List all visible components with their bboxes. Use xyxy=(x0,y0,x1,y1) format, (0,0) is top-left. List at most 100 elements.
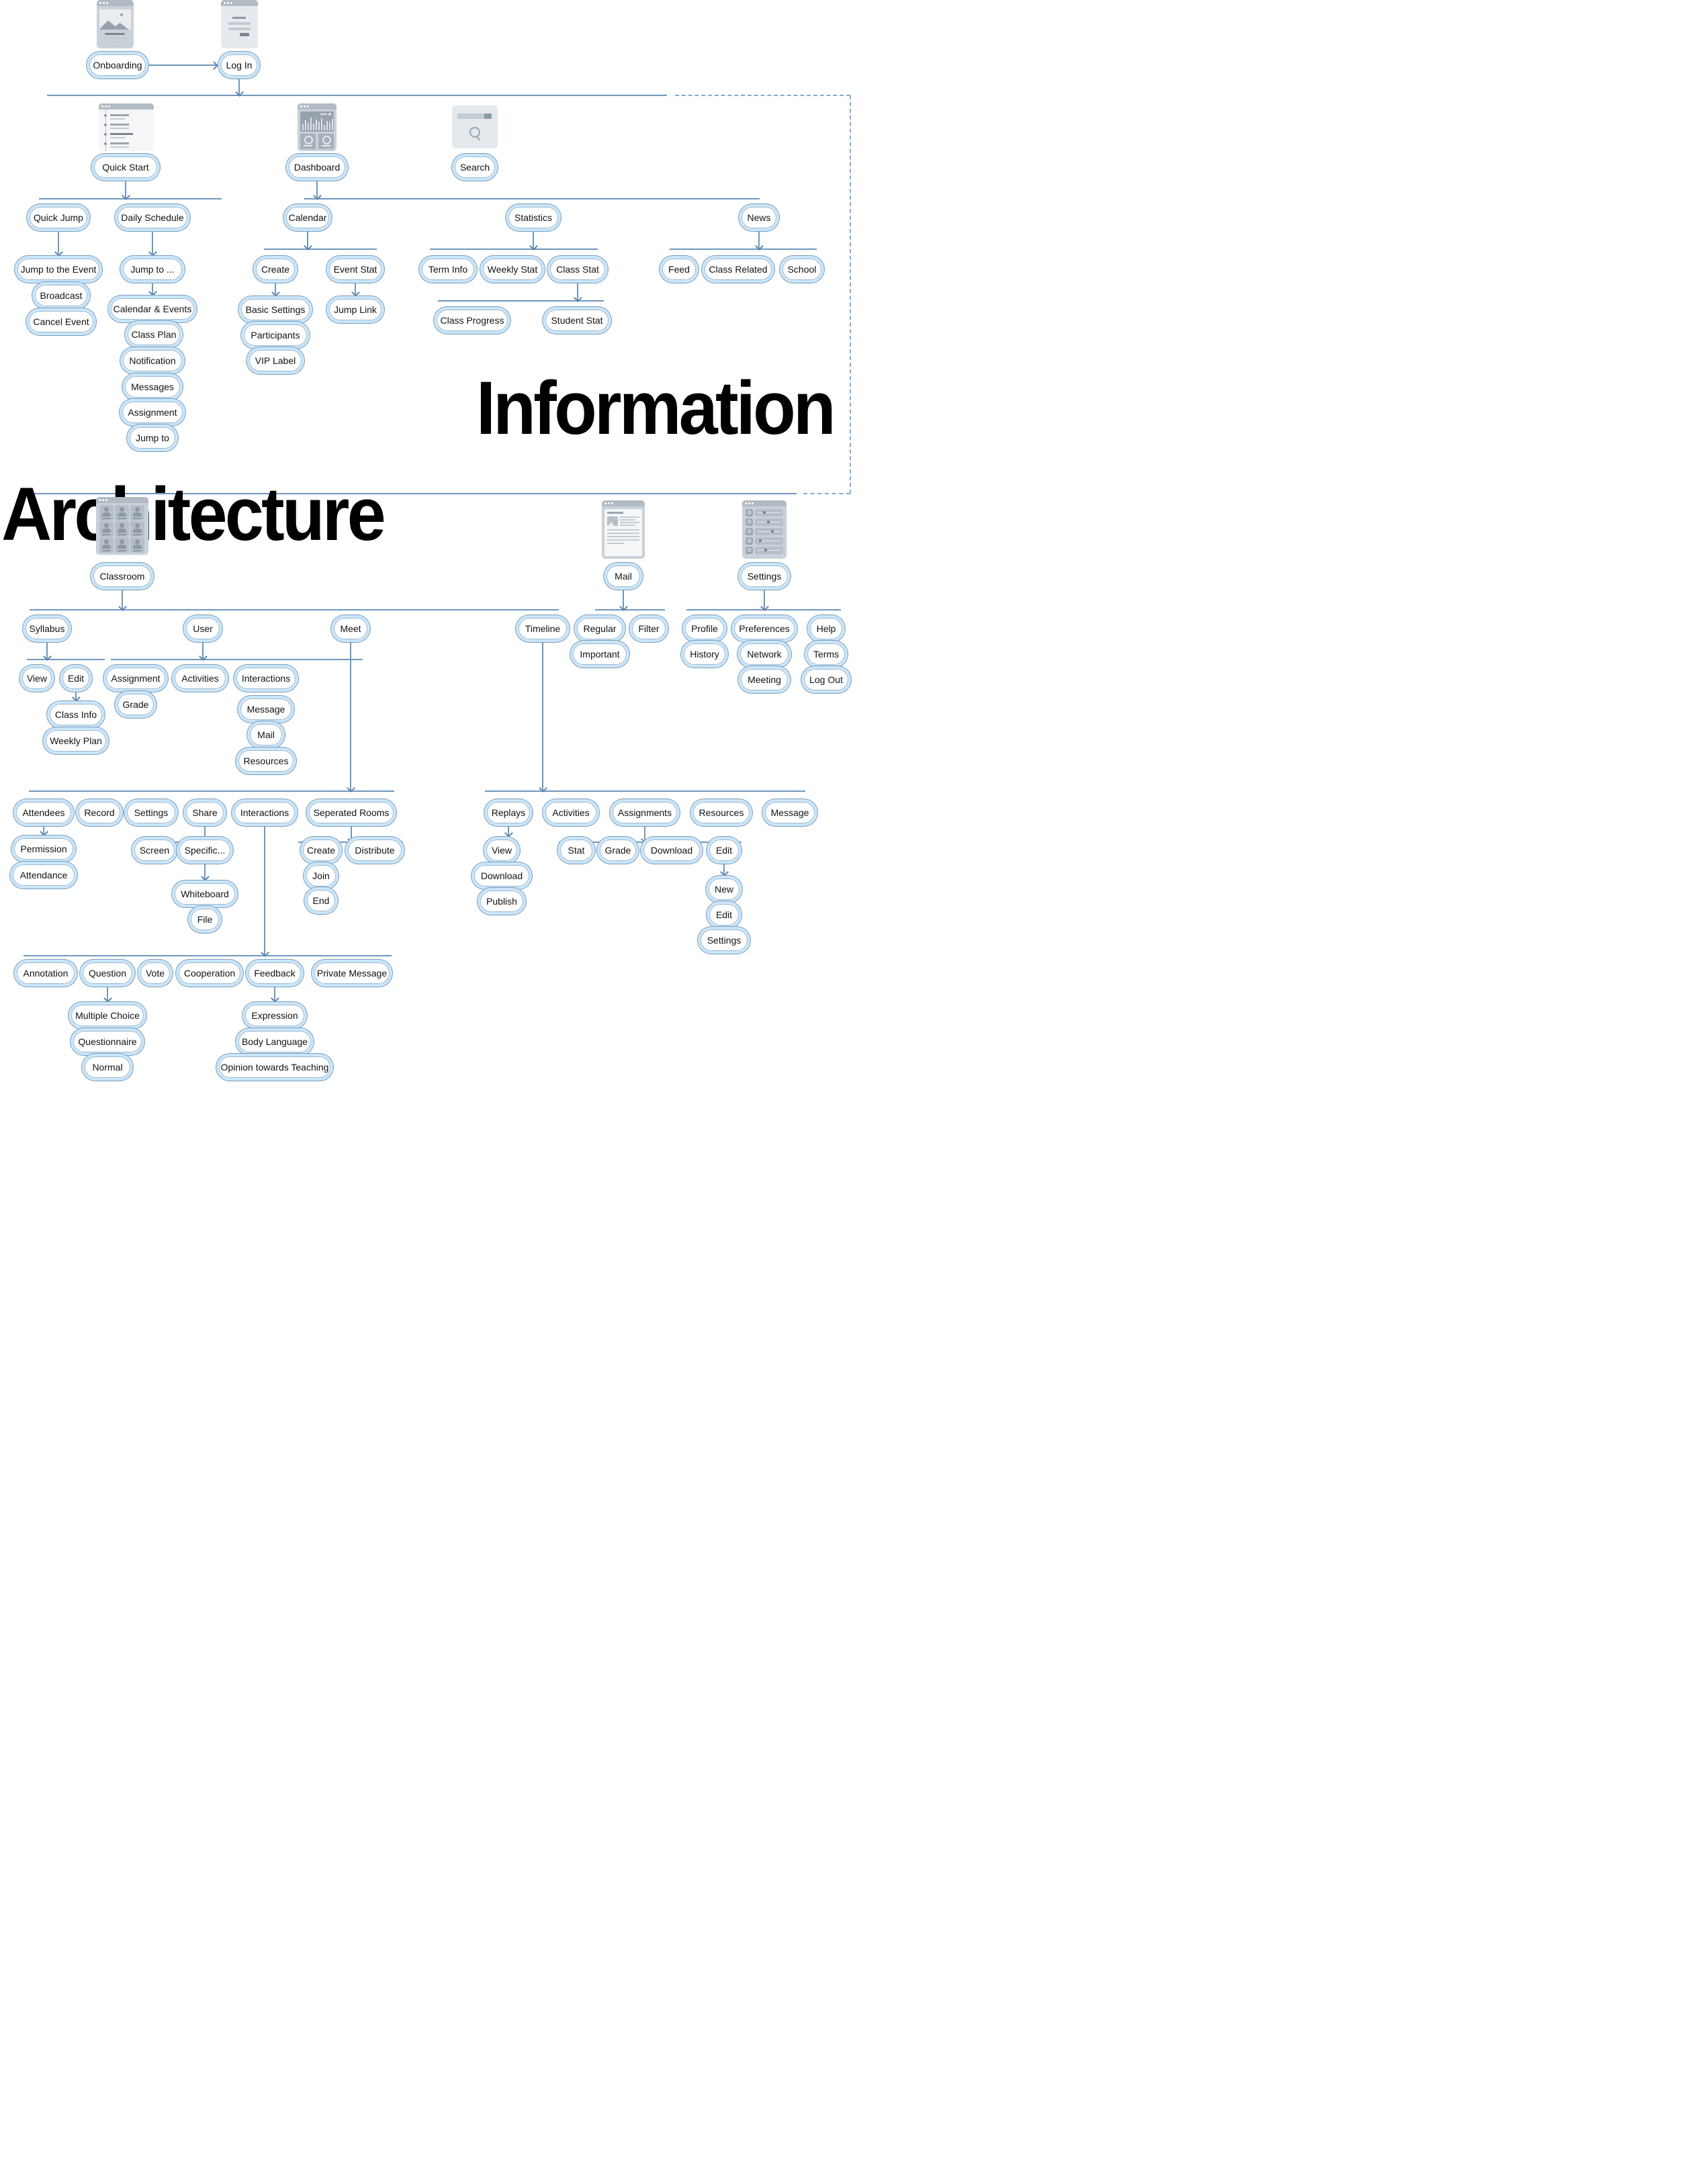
connector-line xyxy=(27,659,105,660)
node-opinion: Opinion towards Teaching xyxy=(216,1054,333,1081)
connector-line xyxy=(355,283,356,295)
node-mail-i: Mail xyxy=(247,721,285,748)
node-log-out: Log Out xyxy=(801,666,851,693)
node-whiteboard: Whiteboard xyxy=(172,880,238,907)
mail-preview-icon xyxy=(602,500,645,559)
node-history: History xyxy=(681,641,728,668)
settings-preview-icon: ⚙⚙⚙⚙⚙ xyxy=(742,500,786,559)
node-class-plan: Class Plan xyxy=(125,321,183,348)
arrowhead xyxy=(720,868,729,876)
arrowhead xyxy=(72,693,81,702)
node-jump-link: Jump Link xyxy=(326,296,384,323)
connector-line xyxy=(107,987,108,1001)
node-classroom: Classroom xyxy=(91,563,154,590)
connector-line xyxy=(46,642,48,660)
node-attendees: Attendees xyxy=(13,799,74,826)
node-edit-a: Edit xyxy=(707,837,741,864)
node-publish: Publish xyxy=(478,888,526,915)
connector-line xyxy=(275,283,276,295)
arrowhead xyxy=(103,994,112,1003)
node-term-info: Term Info xyxy=(419,256,477,283)
node-dashboard: Dashboard xyxy=(286,154,348,181)
node-grade-u: Grade xyxy=(115,691,156,718)
node-participants: Participants xyxy=(241,322,310,349)
node-grade-a: Grade xyxy=(597,837,639,864)
node-news: News xyxy=(739,204,779,231)
node-network: Network xyxy=(737,641,791,668)
node-school: School xyxy=(780,256,824,283)
node-class-progress: Class Progress xyxy=(434,307,510,334)
node-jump-to-event: Jump to the Event xyxy=(15,256,102,283)
connector-line xyxy=(508,826,509,835)
connector-line xyxy=(30,609,559,610)
node-view-r: View xyxy=(484,837,520,864)
node-syllabus: Syllabus xyxy=(23,615,71,642)
node-body-language: Body Language xyxy=(236,1028,314,1055)
node-new-e: New xyxy=(706,876,742,903)
node-quick-start: Quick Start xyxy=(91,154,160,181)
connector-line xyxy=(43,826,44,834)
node-help: Help xyxy=(807,615,845,642)
arrowhead xyxy=(40,827,48,836)
node-basic-settings: Basic Settings xyxy=(238,296,312,323)
connector-line xyxy=(758,231,760,249)
node-feed: Feed xyxy=(660,256,699,283)
connector-line xyxy=(274,987,275,1001)
connector-line xyxy=(202,642,204,660)
node-meeting: Meeting xyxy=(738,666,791,693)
node-timeline: Timeline xyxy=(516,615,570,642)
node-regular: Regular xyxy=(574,615,625,642)
connector-line xyxy=(152,231,153,255)
node-distribute: Distribute xyxy=(345,837,404,864)
node-assignments-t: Assignments xyxy=(610,799,680,826)
node-meet: Meet xyxy=(331,615,370,642)
node-normal: Normal xyxy=(82,1054,133,1081)
node-questionnaire: Questionnaire xyxy=(71,1028,144,1055)
connector-line xyxy=(623,590,624,610)
node-filter: Filter xyxy=(629,615,668,642)
arrowhead xyxy=(210,61,218,70)
classroom-preview-icon xyxy=(96,497,148,555)
node-class-stat: Class Stat xyxy=(547,256,608,283)
node-message-i: Message xyxy=(238,696,294,723)
node-event-stat: Event Stat xyxy=(326,256,384,283)
node-assignment-u: Assignment xyxy=(103,665,168,692)
connector-line xyxy=(152,283,153,294)
node-resources-t: Resources xyxy=(690,799,752,826)
node-edit-s: Edit xyxy=(60,665,92,692)
node-replays: Replays xyxy=(484,799,533,826)
node-preferences: Preferences xyxy=(731,615,797,642)
dashed-connector-line xyxy=(803,493,850,494)
connector-line xyxy=(542,642,543,791)
connector-line xyxy=(430,248,598,250)
arrowhead xyxy=(148,248,157,257)
connector-line xyxy=(28,493,797,494)
node-specific: Specific... xyxy=(177,837,233,864)
node-onboarding: Onboarding xyxy=(87,52,148,79)
node-attendance: Attendance xyxy=(10,862,77,889)
connector-line xyxy=(204,826,206,842)
connector-line xyxy=(723,864,725,874)
onboarding-preview-icon xyxy=(96,0,134,48)
connector-line xyxy=(764,590,765,610)
node-user: User xyxy=(183,615,222,642)
node-profile: Profile xyxy=(682,615,727,642)
arrowhead xyxy=(271,994,279,1003)
connector-line xyxy=(307,231,308,249)
connector-line xyxy=(47,95,667,96)
connector-line xyxy=(204,864,206,879)
connector-line xyxy=(577,283,578,301)
connector-line xyxy=(24,955,392,956)
node-seperated-rooms: Seperated Rooms xyxy=(306,799,396,826)
arrowhead xyxy=(271,288,280,297)
node-expression: Expression xyxy=(242,1002,307,1029)
node-class-info: Class Info xyxy=(47,701,105,728)
connector-line xyxy=(149,64,216,66)
arrowhead xyxy=(54,248,63,257)
node-permission: Permission xyxy=(11,835,76,862)
node-cooperation: Cooperation xyxy=(176,960,243,987)
dashed-connector-line xyxy=(850,95,851,494)
quick-start-preview-icon xyxy=(99,103,154,151)
connector-line xyxy=(670,248,817,250)
node-settings-e: Settings xyxy=(698,927,750,954)
